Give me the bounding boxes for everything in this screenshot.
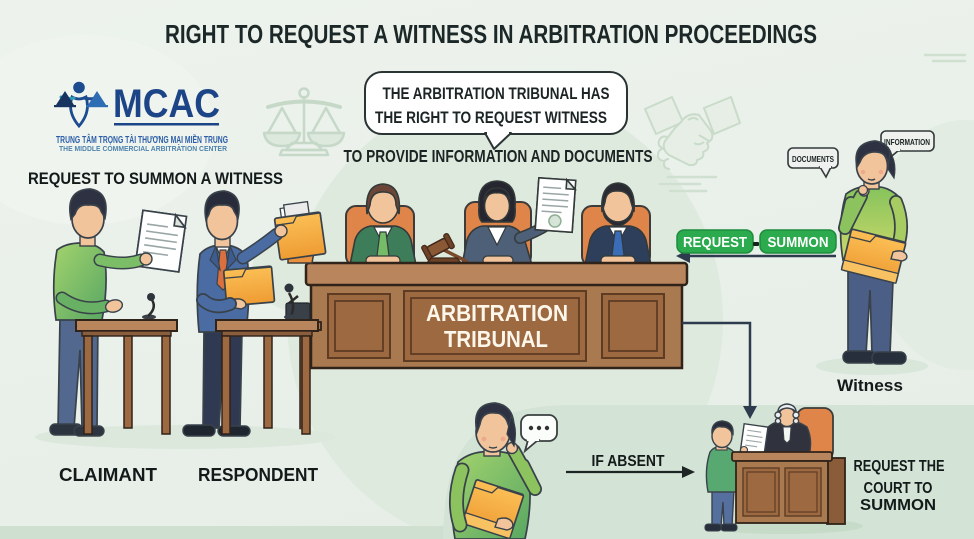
svg-text:REQUEST: REQUEST bbox=[683, 234, 747, 251]
svg-text:THE MIDDLE COMMERCIAL ARBITRAT: THE MIDDLE COMMERCIAL ARBITRATION CENTER bbox=[59, 146, 227, 153]
svg-text:SUMMON: SUMMON bbox=[860, 497, 936, 514]
svg-text:REQUEST THE: REQUEST THE bbox=[854, 458, 945, 475]
svg-text:TRUNG TÂM TRỌNG TÀI THƯƠNG MẠI: TRUNG TÂM TRỌNG TÀI THƯƠNG MẠI MIỀN TRUN… bbox=[56, 133, 228, 146]
svg-text:DOCUMENTS: DOCUMENTS bbox=[792, 154, 834, 164]
svg-text:CLAIMANT: CLAIMANT bbox=[59, 465, 157, 485]
svg-text:RIGHT TO REQUEST A WITNESS IN: RIGHT TO REQUEST A WITNESS IN ARBITRATIO… bbox=[165, 19, 817, 49]
svg-text:IF ABSENT: IF ABSENT bbox=[592, 453, 665, 470]
svg-text:THE ARBITRATION TRIBUNAL HAS: THE ARBITRATION TRIBUNAL HAS bbox=[383, 84, 610, 103]
svg-text:REQUEST TO SUMMON A WITNESS: REQUEST TO SUMMON A WITNESS bbox=[28, 169, 283, 188]
svg-text:THE RIGHT TO REQUEST WITNESS: THE RIGHT TO REQUEST WITNESS bbox=[375, 108, 607, 127]
svg-text:INFORMATION: INFORMATION bbox=[884, 137, 930, 147]
svg-text:ARBITRATION: ARBITRATION bbox=[426, 300, 568, 326]
svg-text:TRIBUNAL: TRIBUNAL bbox=[444, 326, 548, 352]
svg-text:MCAC: MCAC bbox=[113, 82, 220, 126]
svg-text:Witness: Witness bbox=[837, 376, 903, 395]
svg-text:SUMMON: SUMMON bbox=[768, 234, 829, 251]
svg-text:TO PROVIDE INFORMATION AND DOC: TO PROVIDE INFORMATION AND DOCUMENTS bbox=[344, 146, 653, 166]
svg-text:COURT TO: COURT TO bbox=[864, 480, 933, 497]
svg-text:RESPONDENT: RESPONDENT bbox=[198, 465, 318, 485]
